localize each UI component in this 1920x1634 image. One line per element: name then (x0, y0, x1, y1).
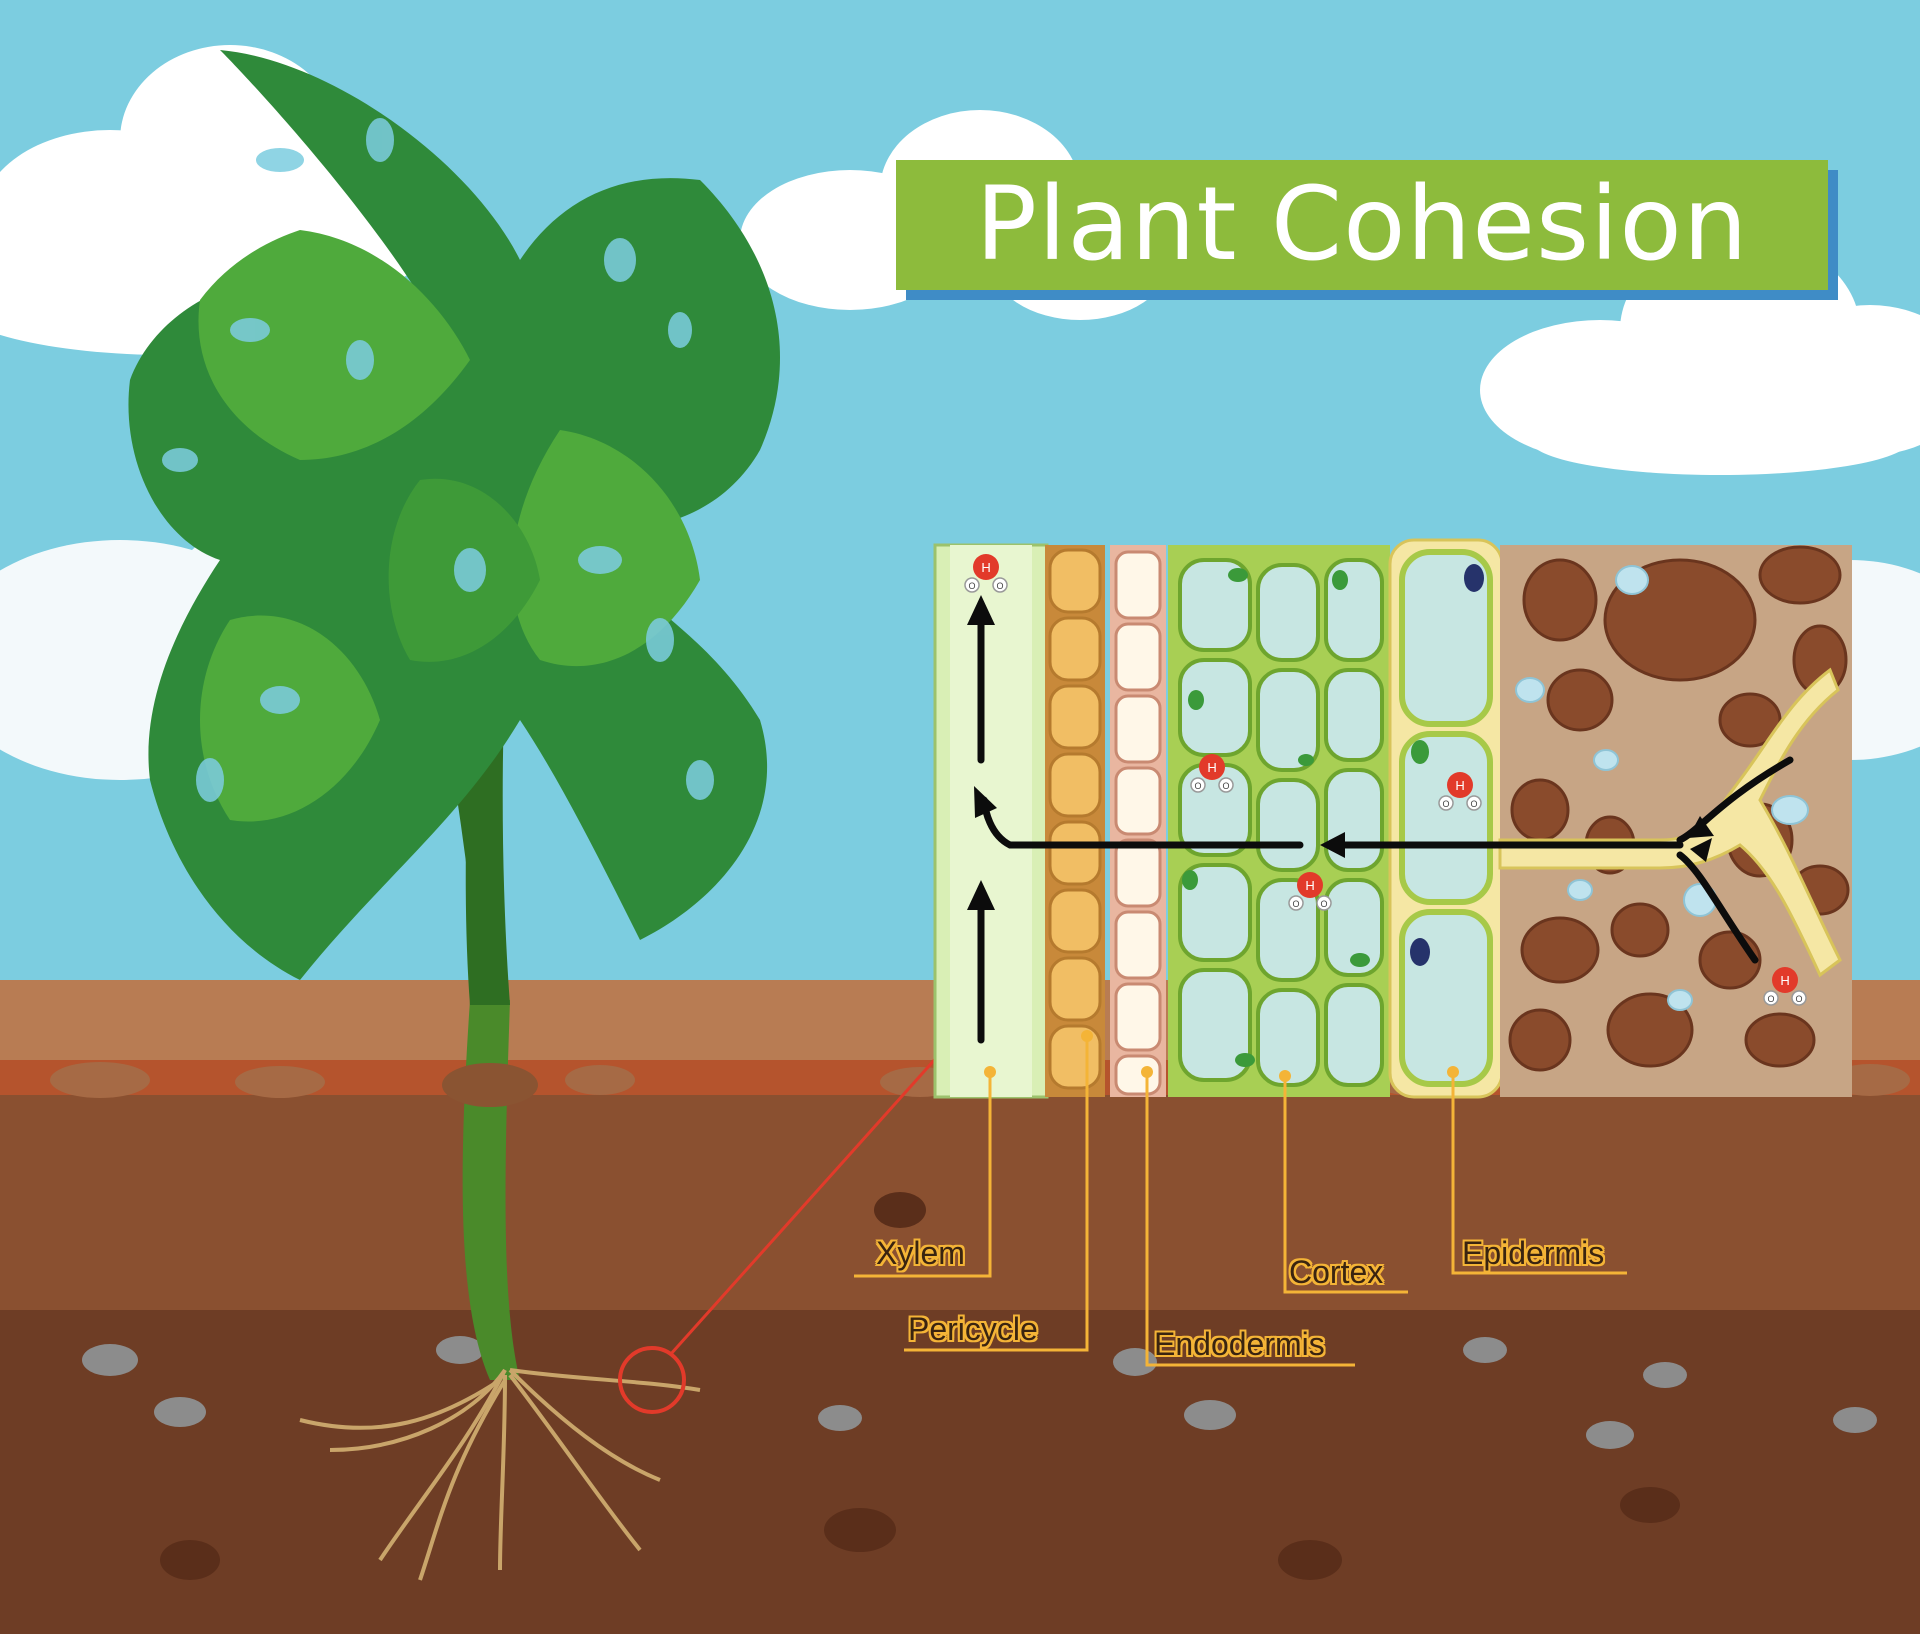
roots (299, 1368, 701, 1581)
molecule-o-text: O (1795, 994, 1802, 1004)
title-banner: Plant Cohesion (896, 160, 1828, 290)
molecule-o-text: O (1222, 781, 1229, 791)
plant-stem-upper (465, 300, 555, 1005)
pericycle-region (1045, 545, 1105, 1097)
label-pericycle: Pericycle (908, 1311, 1038, 1347)
molecule-o-text: O (1442, 799, 1449, 809)
water-molecule: H O O (964, 554, 1008, 593)
label-leader-lines (854, 1036, 1627, 1367)
molecule-h-text: H (981, 560, 990, 575)
pebbles (82, 1336, 1877, 1449)
stem-base-stone (442, 1063, 538, 1107)
water-molecule: H O O (1438, 772, 1482, 811)
molecule-o-text: O (1470, 799, 1477, 809)
molecule-h-text: H (1207, 760, 1216, 775)
label-epidermis: Epidermis (1462, 1235, 1605, 1271)
label-xylem: Xylem (876, 1235, 965, 1271)
cortex-region (1168, 545, 1390, 1097)
root-hair (1498, 667, 1842, 978)
soil-deep (0, 1310, 1920, 1634)
diagram-title: Plant Cohesion (975, 165, 1749, 284)
zoom-circle (618, 1346, 686, 1414)
plant-leaves (128, 50, 780, 980)
soil-middle (0, 1095, 1920, 1315)
leader-dots (984, 1030, 1459, 1082)
soil-section (1498, 545, 1852, 1097)
arrowheads (967, 595, 1714, 910)
leader-line-endodermis (1145, 1072, 1355, 1367)
water-molecule: H O O (1763, 967, 1807, 1006)
leader-line-cortex (1283, 1076, 1408, 1294)
leader-line-xylem (854, 1072, 992, 1278)
molecule-h-text: H (1780, 973, 1789, 988)
molecule-o-text: O (968, 581, 975, 591)
water-molecule: H O O (1288, 872, 1332, 911)
label-endodermis: Endodermis (1154, 1326, 1325, 1362)
molecule-o-text: O (996, 581, 1003, 591)
molecule-o-text: O (1767, 994, 1774, 1004)
soil-clods (160, 1192, 1680, 1580)
leader-line-epidermis (1451, 1072, 1627, 1275)
molecule-o-text: O (1292, 899, 1299, 909)
root-cross-section (933, 538, 1852, 1099)
epidermis-region (1388, 538, 1504, 1099)
water-molecule: H O O (1190, 754, 1234, 793)
molecule-o-text: O (1194, 781, 1201, 791)
molecule-h-text: H (1455, 778, 1464, 793)
endodermis-region (1110, 545, 1166, 1097)
molecule-h-text: H (1305, 878, 1314, 893)
molecule-o-text: O (1320, 899, 1327, 909)
leader-line-pericycle (904, 1036, 1089, 1352)
label-cortex: Cortex (1289, 1254, 1384, 1290)
